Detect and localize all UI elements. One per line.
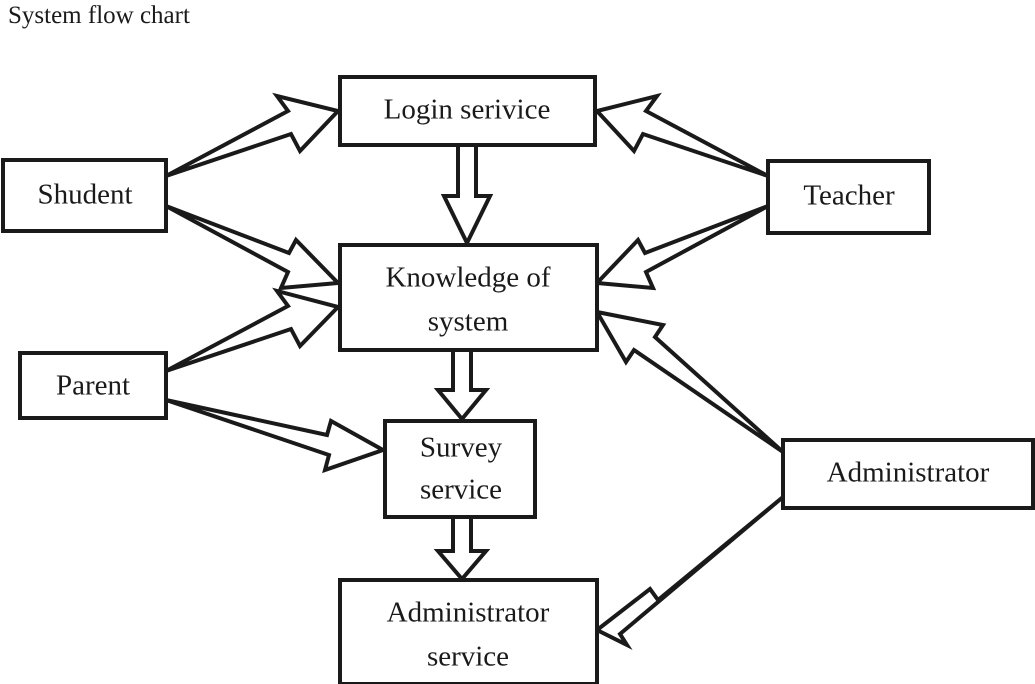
node-knowledge-of-system[interactable]: Knowledge of system: [338, 243, 599, 352]
edge-student-to-login: [165, 92, 342, 178]
node-parent[interactable]: Parent: [18, 351, 168, 420]
node-survey-service-label-line-2: service: [420, 474, 502, 506]
node-administrator-service-label-line-1: Administrator: [387, 597, 550, 629]
node-login-service-box[interactable]: [338, 75, 597, 147]
node-survey-service[interactable]: Survey service: [383, 419, 537, 519]
edge-student-to-knowledge: [165, 204, 343, 291]
node-student-box[interactable]: [1, 158, 168, 233]
node-login-service-label: Login serivice: [384, 94, 551, 126]
node-administrator[interactable]: Administrator: [781, 438, 1035, 510]
node-student-label: Shudent: [37, 179, 132, 211]
node-administrator-service-box[interactable]: [338, 578, 599, 684]
edge-parent-to-survey: [165, 398, 388, 474]
edge-administrator-to-knowledge: [593, 309, 785, 454]
node-teacher[interactable]: Teacher: [766, 159, 931, 235]
edge-knowledge-to-survey: [433, 348, 491, 423]
node-knowledge-of-system-box[interactable]: [338, 243, 599, 352]
node-teacher-box[interactable]: [766, 159, 931, 235]
node-knowledge-of-system-label-line-2: system: [428, 306, 509, 338]
node-login-service[interactable]: Login serivice: [338, 75, 597, 147]
node-administrator-label: Administrator: [827, 457, 990, 489]
node-administrator-service[interactable]: Administrator service: [338, 578, 599, 684]
edge-parent-to-knowledge: [165, 287, 342, 373]
node-administrator-service-label-line-2: service: [427, 641, 509, 673]
edge-administrator-to-administrator-service: [593, 495, 785, 651]
node-parent-box[interactable]: [18, 351, 168, 420]
node-survey-service-label-line-1: Survey: [420, 432, 503, 464]
node-student[interactable]: Shudent: [1, 158, 168, 233]
node-parent-label: Parent: [56, 370, 130, 402]
node-layer: Shudent Teacher Login serivice Knowledge…: [1, 75, 1035, 684]
edge-teacher-to-knowledge: [592, 204, 769, 291]
node-teacher-label: Teacher: [803, 180, 895, 212]
node-knowledge-of-system-label-line-1: Knowledge of: [385, 262, 550, 294]
edge-survey-to-administrator-service: [433, 515, 491, 583]
edge-teacher-to-login: [593, 92, 769, 178]
node-administrator-box[interactable]: [781, 438, 1035, 510]
edge-layer: [165, 92, 785, 651]
page-title: System flow chart: [8, 2, 190, 29]
edge-login-to-knowledge: [440, 143, 494, 248]
node-survey-service-box[interactable]: [383, 419, 537, 519]
